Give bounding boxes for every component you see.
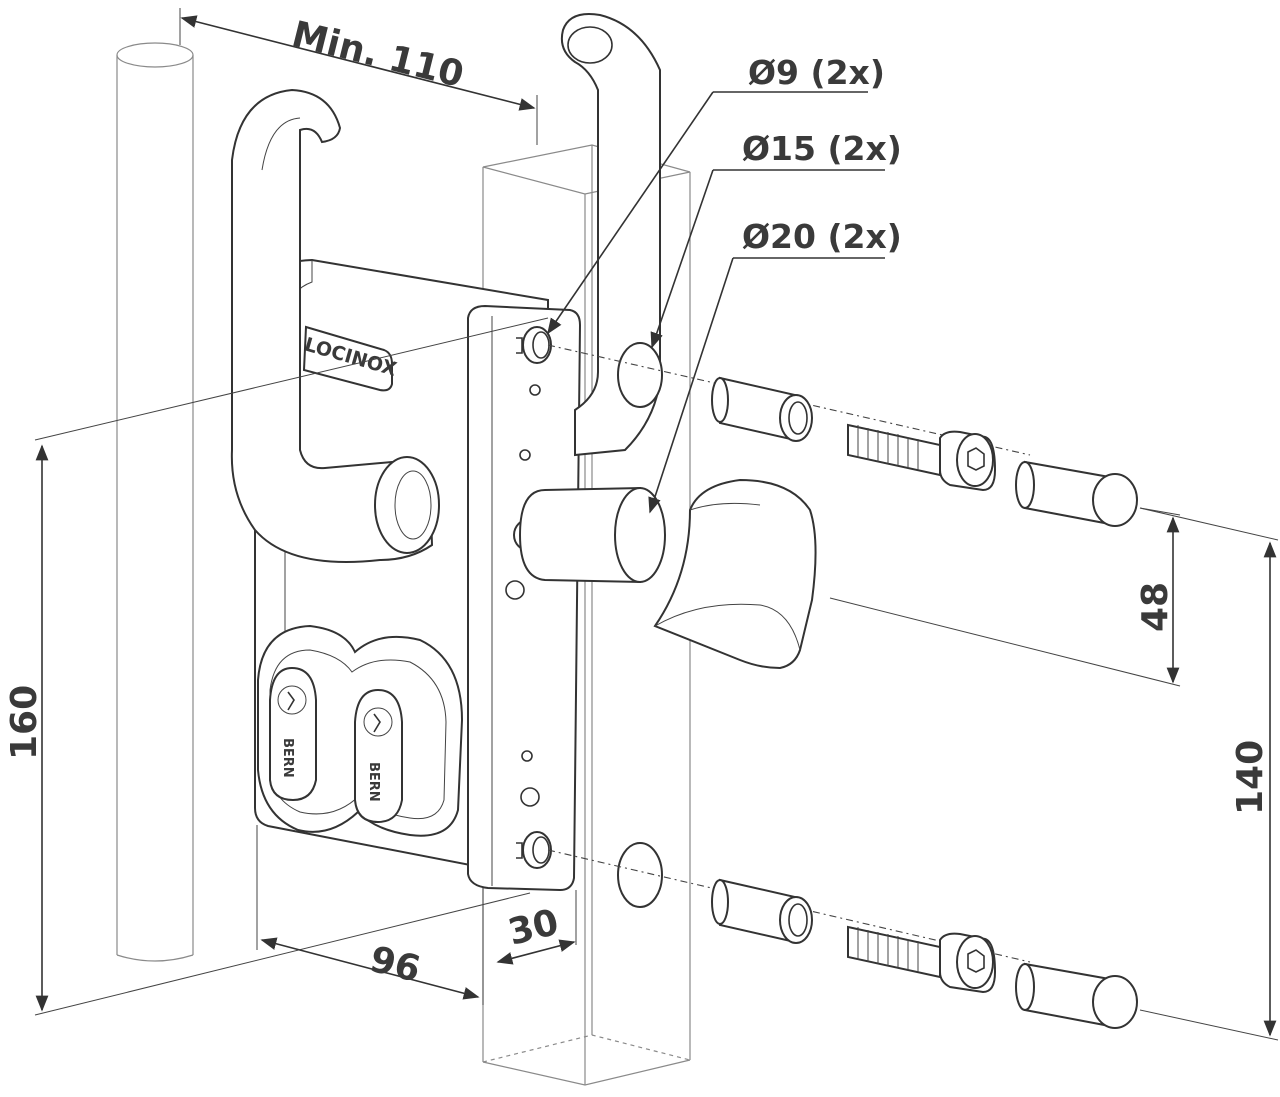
callout-hole-9: Ø9 (2x) bbox=[547, 53, 885, 335]
callout-hole-15: Ø15 (2x) bbox=[650, 129, 902, 349]
dim-160: 160 bbox=[4, 317, 549, 1016]
cylinder-rosette: BERN BERN bbox=[257, 624, 464, 837]
dim-160-label: 160 bbox=[4, 685, 45, 760]
dim-140-label: 140 bbox=[1230, 740, 1271, 815]
callout-hole-15-label: Ø15 (2x) bbox=[742, 129, 902, 168]
cylinder-left: BERN bbox=[269, 666, 317, 802]
cylinder-right-label: BERN bbox=[366, 762, 381, 802]
dim-48: 48 bbox=[829, 507, 1181, 687]
callout-hole-20: Ø20 (2x) bbox=[648, 217, 902, 514]
callout-hole-9-label: Ø9 (2x) bbox=[748, 53, 885, 92]
cylinder-left-label: BERN bbox=[280, 738, 295, 778]
cylinder-right: BERN bbox=[354, 688, 403, 824]
face-plate bbox=[467, 304, 582, 892]
top-fastener-set bbox=[711, 376, 1138, 527]
round-post bbox=[116, 42, 194, 962]
dim-96-label: 96 bbox=[366, 939, 425, 991]
dim-min-110: Min. 110 bbox=[179, 8, 538, 145]
callout-hole-20-label: Ø20 (2x) bbox=[742, 217, 902, 256]
dim-140: 140 bbox=[1139, 507, 1279, 1041]
dim-30-label: 30 bbox=[504, 902, 563, 954]
post-holes bbox=[617, 342, 663, 908]
dim-min-110-label: Min. 110 bbox=[288, 14, 468, 96]
bottom-fastener-set bbox=[711, 878, 1138, 1029]
dim-48-label: 48 bbox=[1135, 582, 1176, 632]
dim-30: 30 bbox=[496, 890, 577, 965]
spindle-and-knob bbox=[518, 478, 817, 670]
